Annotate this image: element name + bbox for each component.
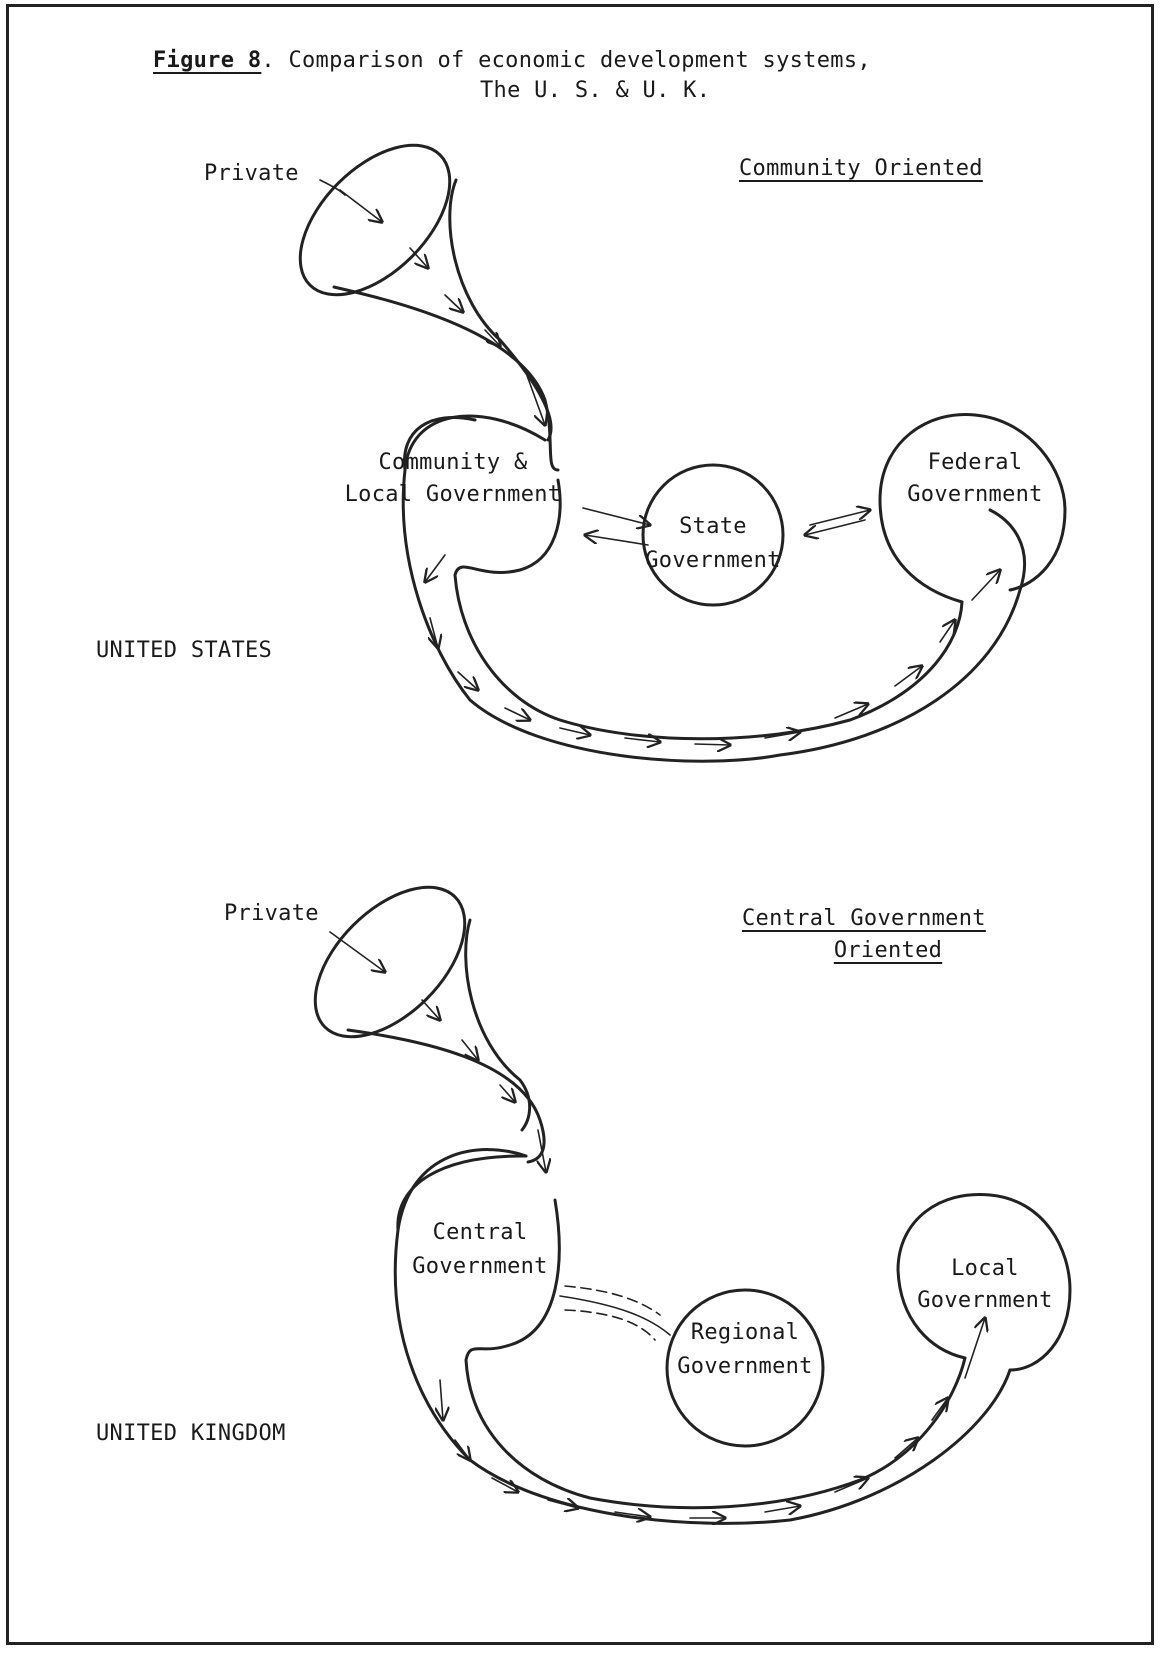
us-node-center-line1: State [628, 516, 798, 538]
uk-private-label: Private [224, 903, 319, 925]
uk-node3-line1: Local [905, 1258, 1065, 1280]
us-node1-line1: Community & [318, 452, 588, 474]
figure-label: Figure 8 [153, 48, 261, 73]
us-node1-line2: Local Government [318, 484, 588, 506]
uk-orientation-label-line2: Oriented [742, 940, 1034, 962]
us-node3-line1: Federal [880, 452, 1070, 474]
uk-orientation-label-line1: Central Government [742, 908, 986, 930]
uk-side-label: UNITED KINGDOM [96, 1423, 286, 1445]
uk-node-center-line1: Regional [660, 1322, 830, 1344]
uk-node3-line2: Government [905, 1290, 1065, 1312]
uk-node1-line2: Government [395, 1256, 565, 1278]
figure-caption: Figure 8. Comparison of economic develop… [153, 50, 871, 72]
us-side-label: UNITED STATES [96, 640, 272, 662]
uk-node1-line1: Central [395, 1222, 565, 1244]
us-private-label: Private [204, 163, 299, 185]
us-orientation-label: Community Oriented [739, 158, 983, 180]
uk-node-center-line2: Government [660, 1356, 830, 1378]
us-funnel [273, 118, 558, 470]
us-node-center-line2: Government [628, 550, 798, 572]
uk-funnel [288, 860, 544, 1162]
figure-caption-line1: . Comparison of economic development sys… [261, 48, 871, 73]
figure-caption-line2: The U. S. & U. K. [480, 80, 710, 102]
us-node3-line2: Government [880, 484, 1070, 506]
